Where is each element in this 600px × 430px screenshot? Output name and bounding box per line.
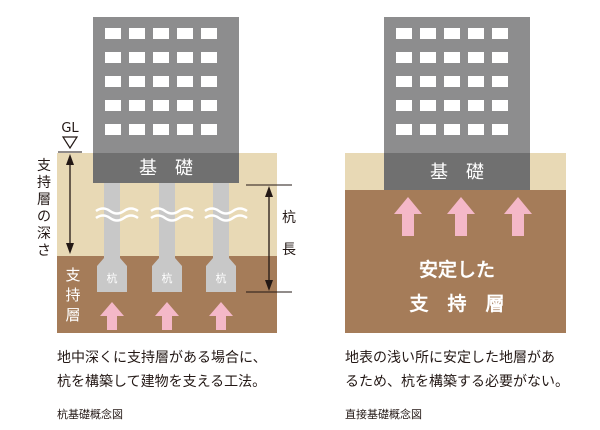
pile-break-marks <box>95 207 248 222</box>
svg-text:層: 層 <box>37 192 51 208</box>
svg-text:の: の <box>37 209 51 225</box>
depth-label: 支 持 層 の 深 さ <box>37 158 51 259</box>
svg-text:持: 持 <box>65 286 80 304</box>
caption-line: 地中深くに支持層がある場合に、 <box>57 350 267 366</box>
foundation-slab <box>93 153 239 183</box>
direct-foundation-caption: 地表の浅い所に安定した地層があ るため、杭を構築する必要がない。 <box>345 346 569 394</box>
pile-foundation-title: 杭基礎概念図 <box>57 408 123 421</box>
pile-foundation-caption: 地中深くに支持層がある場合に、 杭を構築して建物を支える工法。 <box>57 346 267 394</box>
pile-2 <box>152 183 182 292</box>
svg-text:層: 層 <box>65 306 80 324</box>
foundation-slab-right <box>384 153 530 190</box>
gl-label: GL <box>61 121 79 136</box>
pile-label-2: 杭 <box>162 271 173 285</box>
pile-3 <box>206 183 236 292</box>
stable-layer-label-1: 安定した <box>419 258 495 281</box>
support-arrows-right <box>394 197 532 236</box>
caption-line: るため、杭を構築する必要がない。 <box>345 374 569 390</box>
stable-layer-label-2: 支 持 層 <box>408 292 504 315</box>
pile-1 <box>97 183 127 292</box>
building-windows <box>105 28 217 135</box>
direct-foundation-title: 直接基礎概念図 <box>345 408 422 421</box>
svg-text:持: 持 <box>37 175 51 191</box>
foundation-label: 基 礎 <box>139 158 193 179</box>
pile-length-label: 杭 長 <box>282 210 296 258</box>
support-arrows-left <box>100 302 233 330</box>
svg-text:支: 支 <box>65 266 80 284</box>
depth-dimension <box>66 154 74 254</box>
svg-text:さ: さ <box>37 243 51 259</box>
pile-label-1: 杭 <box>107 271 118 285</box>
building-windows-right <box>396 28 508 135</box>
svg-text:長: 長 <box>282 242 296 258</box>
caption-line: 杭を構築して建物を支える工法。 <box>57 374 267 390</box>
svg-text:杭: 杭 <box>282 210 296 226</box>
building-right <box>384 17 530 154</box>
gl-triangle-icon <box>61 136 79 150</box>
svg-text:深: 深 <box>37 226 51 242</box>
bearing-layer-label: 支 持 層 <box>65 266 80 324</box>
svg-text:支: 支 <box>37 158 51 174</box>
building <box>93 17 239 154</box>
foundation-label-right: 基 礎 <box>430 162 484 183</box>
pile-length-dimension <box>246 184 292 293</box>
caption-line: 地表の浅い所に安定した地層があ <box>345 350 555 366</box>
pile-label-3: 杭 <box>216 271 227 285</box>
